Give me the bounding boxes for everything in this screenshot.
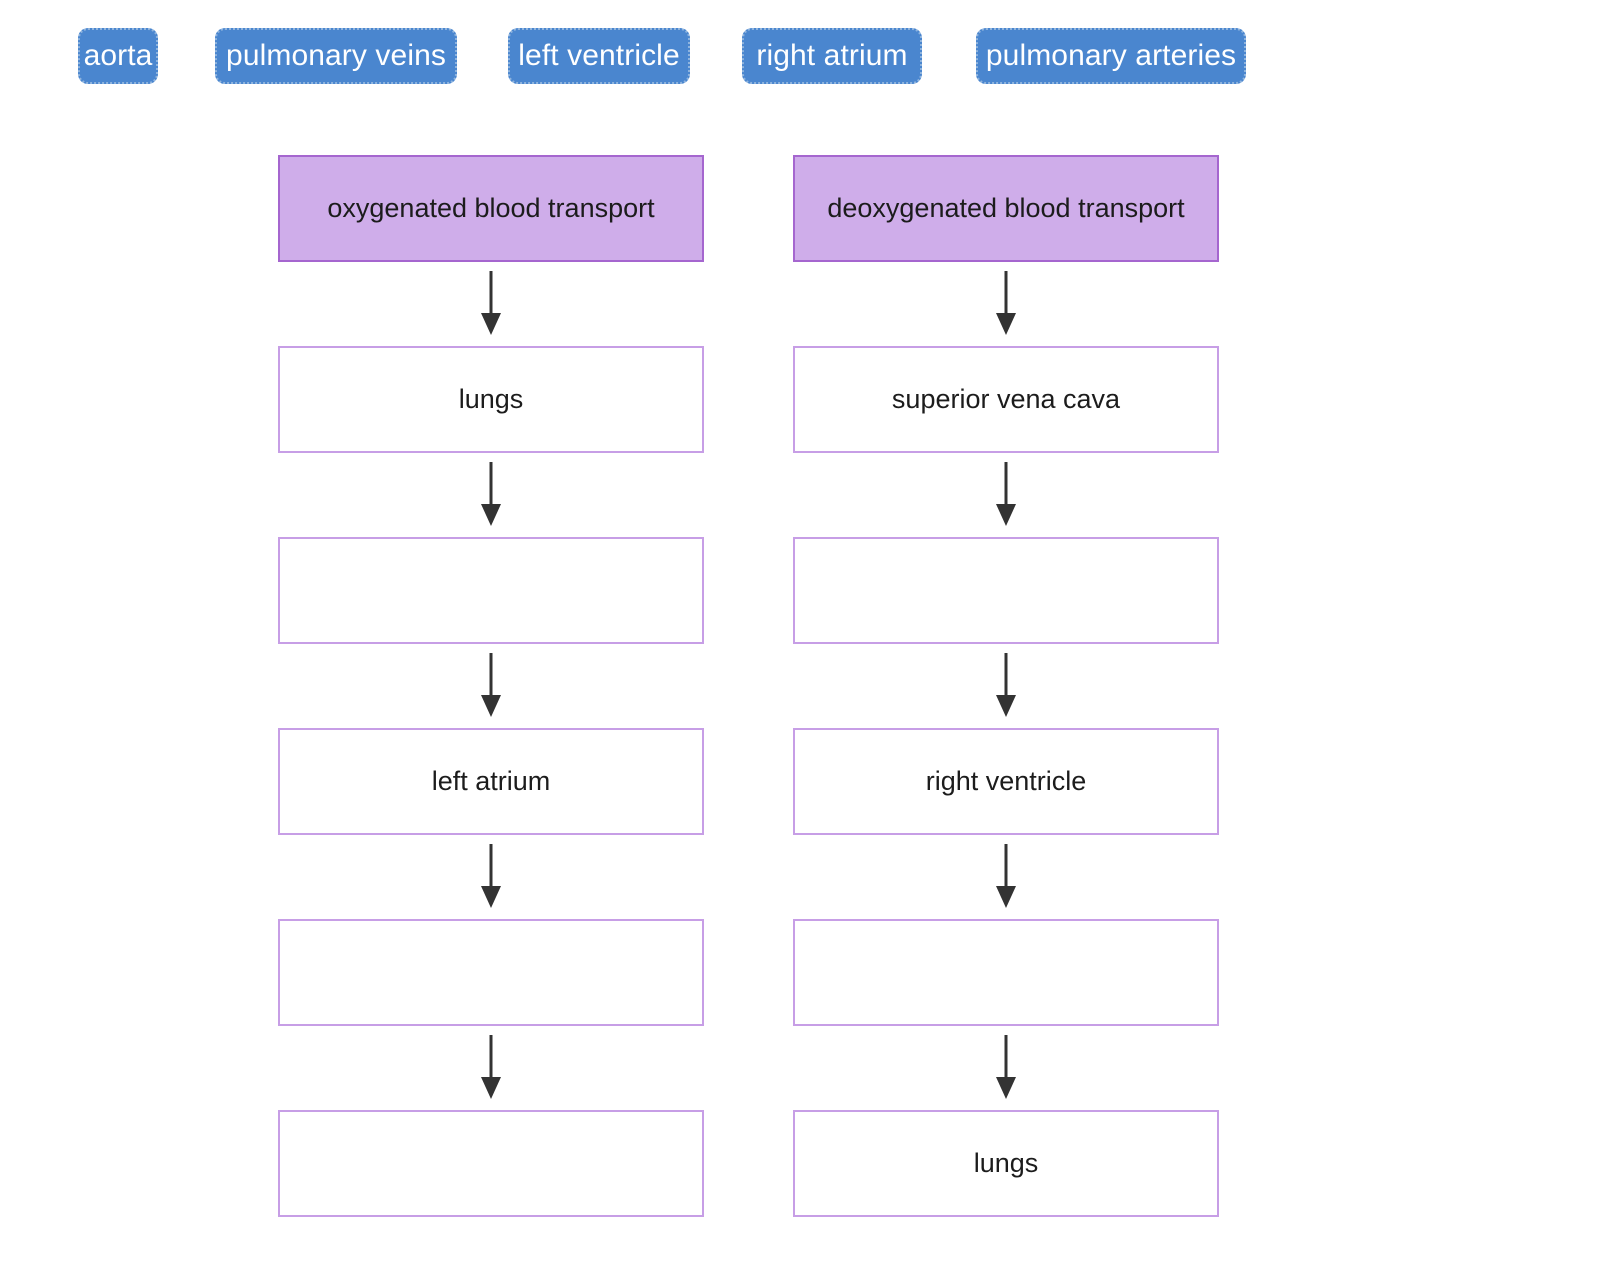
word-bank-chip-pulmonary-veins[interactable]: pulmonary veins — [215, 28, 457, 84]
word-bank: aorta pulmonary veins left ventricle right … — [0, 0, 1622, 120]
arrow-down-icon — [793, 1026, 1219, 1110]
word-bank-chip-pulmonary-arteries[interactable]: pulmonary arteries — [976, 28, 1246, 84]
flow-step-left-atrium: left atrium — [278, 728, 704, 835]
arrow-down-icon — [793, 453, 1219, 537]
flow-drop-slot-empty[interactable] — [793, 537, 1219, 644]
flow-drop-slot-empty[interactable] — [278, 537, 704, 644]
arrow-down-icon — [793, 644, 1219, 728]
arrow-down-icon — [278, 262, 704, 346]
flow-column-deoxygenated: deoxygenated blood transport superior ven… — [793, 155, 1219, 1217]
flow-drop-slot-empty[interactable] — [793, 919, 1219, 1026]
word-bank-chip-right-atrium[interactable]: right atrium — [742, 28, 922, 84]
arrow-down-icon — [278, 835, 704, 919]
flow-column-oxygenated: oxygenated blood transport lungs left atri… — [278, 155, 704, 1217]
flow-header-deoxygenated: deoxygenated blood transport — [793, 155, 1219, 262]
flow-drop-slot-empty[interactable] — [278, 1110, 704, 1217]
arrow-down-icon — [278, 644, 704, 728]
arrow-down-icon — [278, 1026, 704, 1110]
word-bank-chip-left-ventricle[interactable]: left ventricle — [508, 28, 690, 84]
flow-step-lungs: lungs — [793, 1110, 1219, 1217]
flow-header-oxygenated: oxygenated blood transport — [278, 155, 704, 262]
flow-step-right-ventricle: right ventricle — [793, 728, 1219, 835]
arrow-down-icon — [278, 453, 704, 537]
word-bank-chip-aorta[interactable]: aorta — [78, 28, 158, 84]
flow-step-lungs: lungs — [278, 346, 704, 453]
flow-step-superior-vena-cava: superior vena cava — [793, 346, 1219, 453]
arrow-down-icon — [793, 835, 1219, 919]
flow-drop-slot-empty[interactable] — [278, 919, 704, 1026]
arrow-down-icon — [793, 262, 1219, 346]
